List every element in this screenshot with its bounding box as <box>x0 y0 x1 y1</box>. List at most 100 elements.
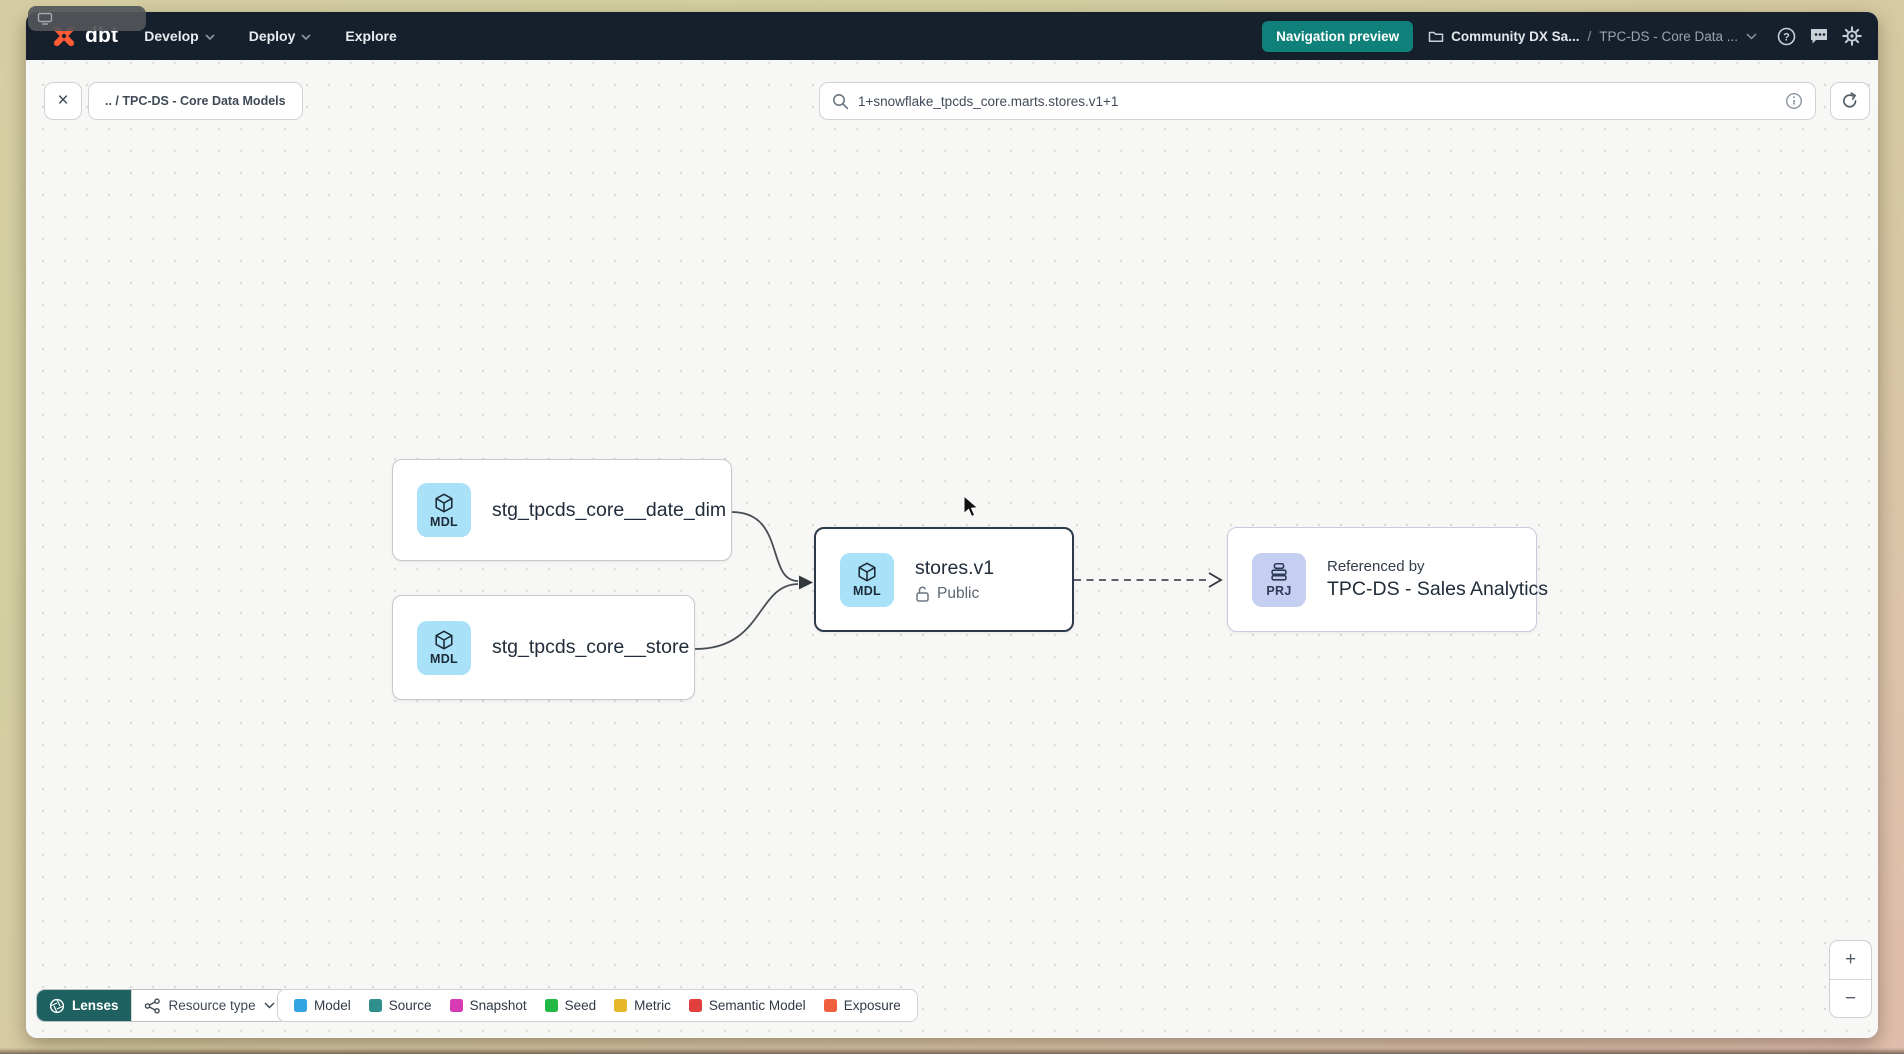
node-text-block: Referenced by TPC-DS - Sales Analytics <box>1327 558 1548 601</box>
nav-explore-label: Explore <box>345 28 397 44</box>
semantic-model-swatch <box>688 999 702 1012</box>
header-icon-group: ? <box>1776 26 1862 46</box>
legend-label: Source <box>388 998 432 1013</box>
zoom-controls: + − <box>1829 940 1872 1018</box>
nav-deploy-label: Deploy <box>248 28 296 44</box>
node-label: TPC-DS - Sales Analytics <box>1327 578 1549 600</box>
zoom-out-button[interactable]: − <box>1830 979 1871 1017</box>
resource-type-dropdown[interactable]: Resource type <box>130 990 287 1021</box>
unlock-icon <box>916 586 929 602</box>
folder-icon <box>1428 31 1444 42</box>
project-badge: PRJ <box>1252 552 1306 607</box>
nav-develop-label: Develop <box>144 28 199 44</box>
info-icon[interactable] <box>1785 92 1803 110</box>
feedback-button[interactable] <box>1809 26 1829 46</box>
lineage-search <box>819 82 1816 120</box>
model-badge: MDL <box>840 552 894 607</box>
legend-label: Metric <box>634 998 671 1013</box>
legend-label: Semantic Model <box>708 998 806 1013</box>
help-icon: ? <box>1777 27 1795 45</box>
snapshot-swatch <box>449 999 463 1012</box>
badge-label: MDL <box>430 652 458 666</box>
legend-item-source: Source <box>368 998 432 1013</box>
model-badge: MDL <box>417 620 471 675</box>
node-text-block: stores.v1 Public <box>915 557 994 603</box>
node-label: stg_tpcds_core__date_dim <box>492 498 727 521</box>
seed-swatch <box>544 999 558 1012</box>
breadcrumb-separator: / <box>1587 28 1592 44</box>
chevron-down-icon <box>205 34 215 40</box>
refresh-icon <box>1843 92 1857 108</box>
legend-item-model: Model <box>294 998 351 1013</box>
svg-text:?: ? <box>1783 31 1790 43</box>
breadcrumb: Community DX Sa... / TPC-DS - Core Data … <box>1428 29 1757 44</box>
lenses-control: Lenses Resource type <box>36 989 288 1022</box>
lenses-button[interactable]: Lenses <box>37 990 131 1021</box>
badge-label: MDL <box>853 584 881 598</box>
cube-icon <box>435 493 453 512</box>
model-swatch <box>294 999 307 1012</box>
legend-item-semantic-model: Semantic Model <box>688 998 806 1013</box>
account-breadcrumb-label: Community DX Sa... <box>1451 28 1580 44</box>
search-input[interactable] <box>858 93 1785 109</box>
help-button[interactable]: ? <box>1776 26 1796 46</box>
nav-item-explore[interactable]: Explore <box>345 28 396 44</box>
node-stores-v1[interactable]: MDL stores.v1 Public <box>814 527 1074 632</box>
node-referenced-by-project[interactable]: PRJ Referenced by TPC-DS - Sales Analyti… <box>1227 527 1548 632</box>
cube-icon <box>435 630 453 650</box>
node-stg-tpcds-core-store[interactable]: MDL stg_tpcds_core__store <box>392 595 695 700</box>
search-icon <box>833 93 849 109</box>
legend-item-metric: Metric <box>614 998 671 1013</box>
explore-toolbar: × .. / TPC-DS - Core Data Models <box>44 82 1870 120</box>
lenses-icon <box>49 998 65 1013</box>
chevron-down-icon[interactable] <box>1746 32 1757 40</box>
header-right: Navigation preview Community DX Sa... / … <box>1262 20 1862 52</box>
close-button[interactable]: × <box>44 82 82 120</box>
resource-type-icon <box>144 997 160 1014</box>
project-breadcrumb[interactable]: TPC-DS - Core Data ... <box>1599 28 1738 44</box>
settings-button[interactable] <box>1842 26 1862 46</box>
lineage-breadcrumb-chip[interactable]: .. / TPC-DS - Core Data Models <box>88 82 303 120</box>
legend-item-snapshot: Snapshot <box>449 998 527 1013</box>
legend-label: Snapshot <box>469 998 527 1013</box>
nav-item-deploy[interactable]: Deploy <box>249 28 312 44</box>
metric-swatch <box>614 999 628 1012</box>
project-stack-icon <box>1271 562 1287 581</box>
cube-icon <box>858 562 876 582</box>
main-nav: Develop Deploy Explore <box>144 28 397 44</box>
badge-label: PRJ <box>1266 584 1292 598</box>
legend-item-seed: Seed <box>544 998 597 1013</box>
resource-type-label: Resource type <box>168 998 256 1013</box>
exposure-swatch <box>823 999 837 1012</box>
chat-icon <box>1811 29 1827 44</box>
node-referenced-by-label: Referenced by <box>1327 558 1425 575</box>
screen-recording-pill <box>28 6 146 31</box>
chevron-down-icon <box>264 1002 275 1009</box>
node-access-label: Public <box>937 584 980 602</box>
lenses-label: Lenses <box>72 998 119 1013</box>
lineage-breadcrumb-label: .. / TPC-DS - Core Data Models <box>105 94 286 108</box>
zoom-in-button[interactable]: + <box>1844 949 1857 970</box>
node-stg-tpcds-core-date-dim[interactable]: MDL stg_tpcds_core__date_dim <box>392 459 732 561</box>
refresh-button[interactable] <box>1830 82 1870 120</box>
source-swatch <box>368 999 382 1012</box>
legend-label: Exposure <box>843 998 901 1013</box>
resource-type-legend: Model Source Snapshot Seed Metric Semant… <box>277 989 918 1022</box>
navigation-preview-badge[interactable]: Navigation preview <box>1262 20 1414 52</box>
top-nav-bar: dbt Develop Deploy Explore Navigation pr… <box>26 12 1878 60</box>
node-label: stg_tpcds_core__store <box>492 636 690 658</box>
close-icon: × <box>57 90 69 111</box>
legend-label: Model <box>314 998 351 1013</box>
gear-icon <box>1842 26 1862 46</box>
nav-item-develop[interactable]: Develop <box>144 28 215 44</box>
monitor-icon <box>37 12 53 25</box>
legend-label: Seed <box>564 998 597 1013</box>
model-badge: MDL <box>417 483 471 537</box>
badge-label: MDL <box>430 514 458 529</box>
node-access-row: Public <box>915 585 994 603</box>
legend-item-exposure: Exposure <box>823 998 901 1013</box>
chevron-down-icon <box>301 34 311 40</box>
node-label: stores.v1 <box>915 556 995 579</box>
account-breadcrumb[interactable]: Community DX Sa... <box>1428 29 1579 44</box>
app-window: dbt Develop Deploy Explore Navigation pr… <box>26 12 1878 1038</box>
